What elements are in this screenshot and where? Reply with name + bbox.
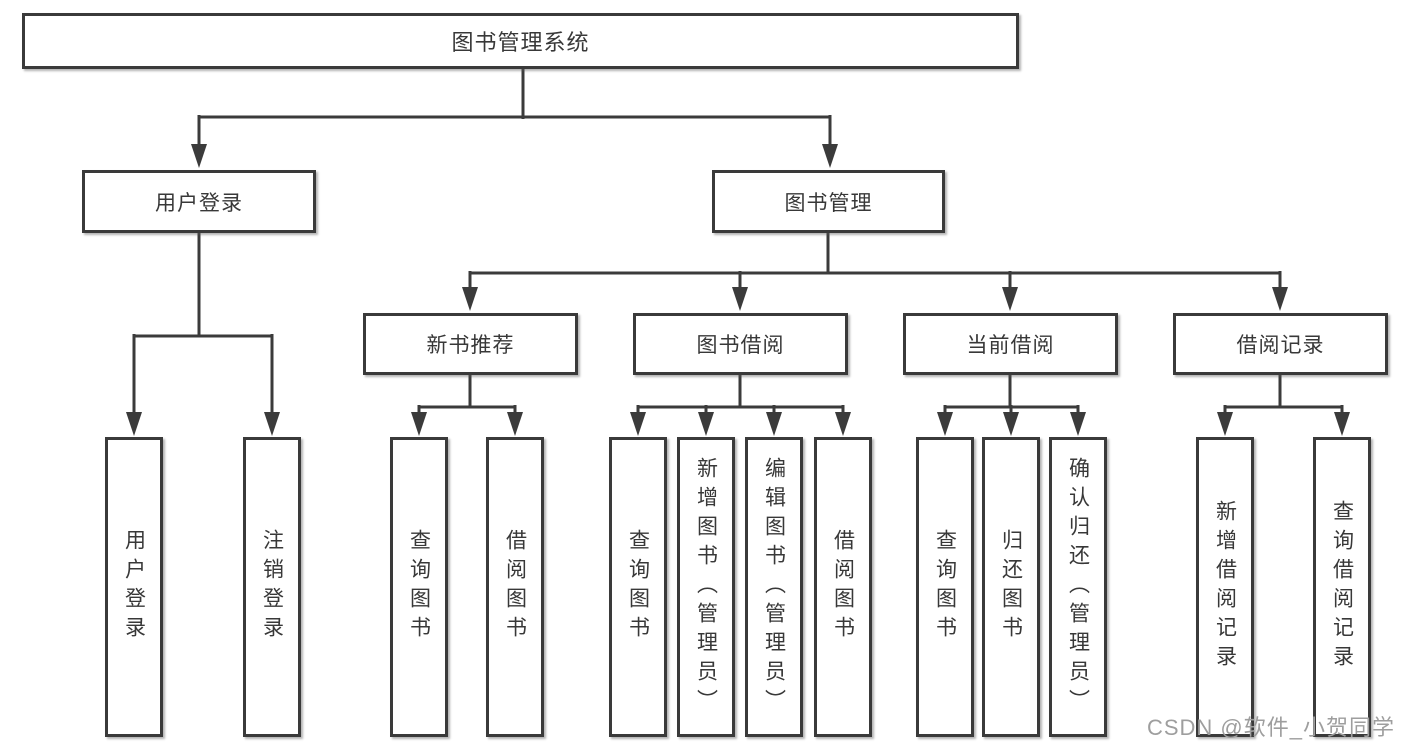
leaf-label: 编辑图书（管理员） — [762, 456, 786, 718]
leaf-label: 新增借阅记录 — [1213, 500, 1237, 674]
leaf-logout: 注销登录 — [243, 437, 301, 737]
leaf-add-books-admin: 新增图书（管理员） — [677, 437, 735, 737]
node-label: 当前借阅 — [966, 334, 1055, 357]
node-label: 新书推荐 — [426, 334, 515, 357]
node-user-login: 用户登录 — [82, 170, 316, 233]
arrowheads — [126, 144, 1350, 436]
node-library-management-system: 图书管理系统 — [22, 13, 1019, 69]
leaf-label: 确认归还（管理员） — [1066, 456, 1090, 718]
leaf-return-books: 归还图书 — [982, 437, 1040, 737]
leaf-query-books-2: 查询图书 — [609, 437, 667, 737]
leaf-borrow-books-1: 借阅图书 — [486, 437, 544, 737]
node-label: 借阅记录 — [1236, 334, 1325, 357]
leaf-label: 用户登录 — [122, 529, 146, 645]
node-label: 图书借阅 — [696, 334, 785, 357]
leaf-user-login: 用户登录 — [105, 437, 163, 737]
node-new-book-recommend: 新书推荐 — [363, 313, 578, 375]
node-label: 用户登录 — [155, 191, 243, 215]
node-label: 图书管理 — [784, 191, 873, 215]
node-label: 图书管理系统 — [451, 30, 590, 55]
leaf-label: 查询图书 — [407, 529, 431, 645]
leaf-add-borrow-record: 新增借阅记录 — [1196, 437, 1254, 737]
leaf-edit-books-admin: 编辑图书（管理员） — [745, 437, 803, 737]
node-current-borrow: 当前借阅 — [903, 313, 1118, 375]
leaf-borrow-books-2: 借阅图书 — [814, 437, 872, 737]
leaf-label: 借阅图书 — [503, 529, 527, 645]
leaf-label: 查询图书 — [933, 529, 957, 645]
leaf-label: 查询图书 — [626, 529, 650, 645]
node-book-borrow: 图书借阅 — [633, 313, 848, 375]
leaf-label: 归还图书 — [999, 529, 1023, 645]
node-book-management: 图书管理 — [712, 170, 945, 233]
leaf-label: 注销登录 — [260, 529, 284, 645]
leaf-query-borrow-record: 查询借阅记录 — [1313, 437, 1371, 737]
leaf-query-books-3: 查询图书 — [916, 437, 974, 737]
csdn-watermark: CSDN @软件_小贺同学 — [1146, 715, 1395, 740]
leaf-query-books-1: 查询图书 — [390, 437, 448, 737]
node-borrow-records: 借阅记录 — [1173, 313, 1388, 375]
leaf-label: 新增图书（管理员） — [694, 456, 718, 718]
leaf-label: 借阅图书 — [831, 529, 855, 645]
leaf-label: 查询借阅记录 — [1330, 500, 1354, 674]
leaf-confirm-return-admin: 确认归还（管理员） — [1049, 437, 1107, 737]
